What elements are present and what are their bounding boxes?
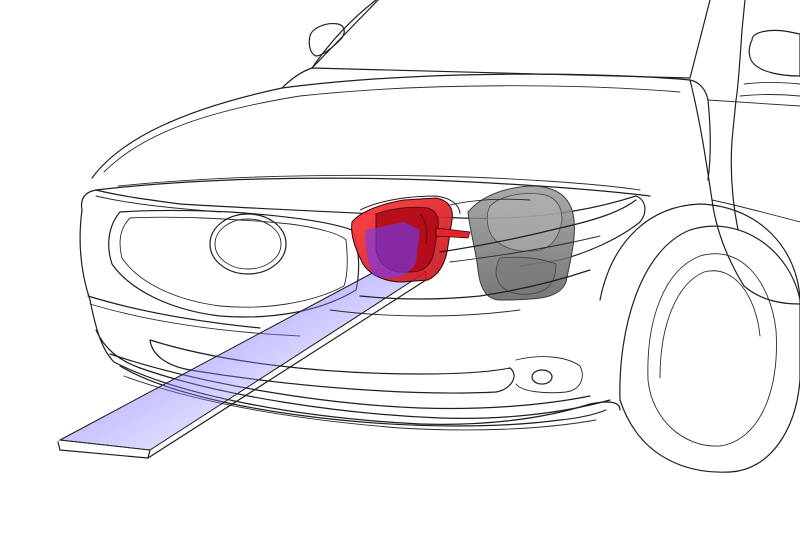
right-mirror <box>748 29 800 77</box>
front-bumper <box>79 209 621 425</box>
adaptive-headlamp-icon <box>351 195 471 283</box>
front-fender <box>689 79 800 305</box>
fog-light <box>531 369 553 385</box>
windshield-outline <box>281 0 711 89</box>
headlamp-housing-icon <box>445 185 575 301</box>
hood-outline <box>91 73 711 181</box>
brand-emblem-icon <box>209 213 287 275</box>
fascia-overlay-lines <box>329 199 637 317</box>
fascia-outline <box>80 189 646 267</box>
front-tire <box>619 225 800 473</box>
light-beam-icon <box>57 257 427 459</box>
a-pillar <box>311 0 377 69</box>
wheel-arch <box>599 203 800 301</box>
left-mirror <box>308 23 345 57</box>
